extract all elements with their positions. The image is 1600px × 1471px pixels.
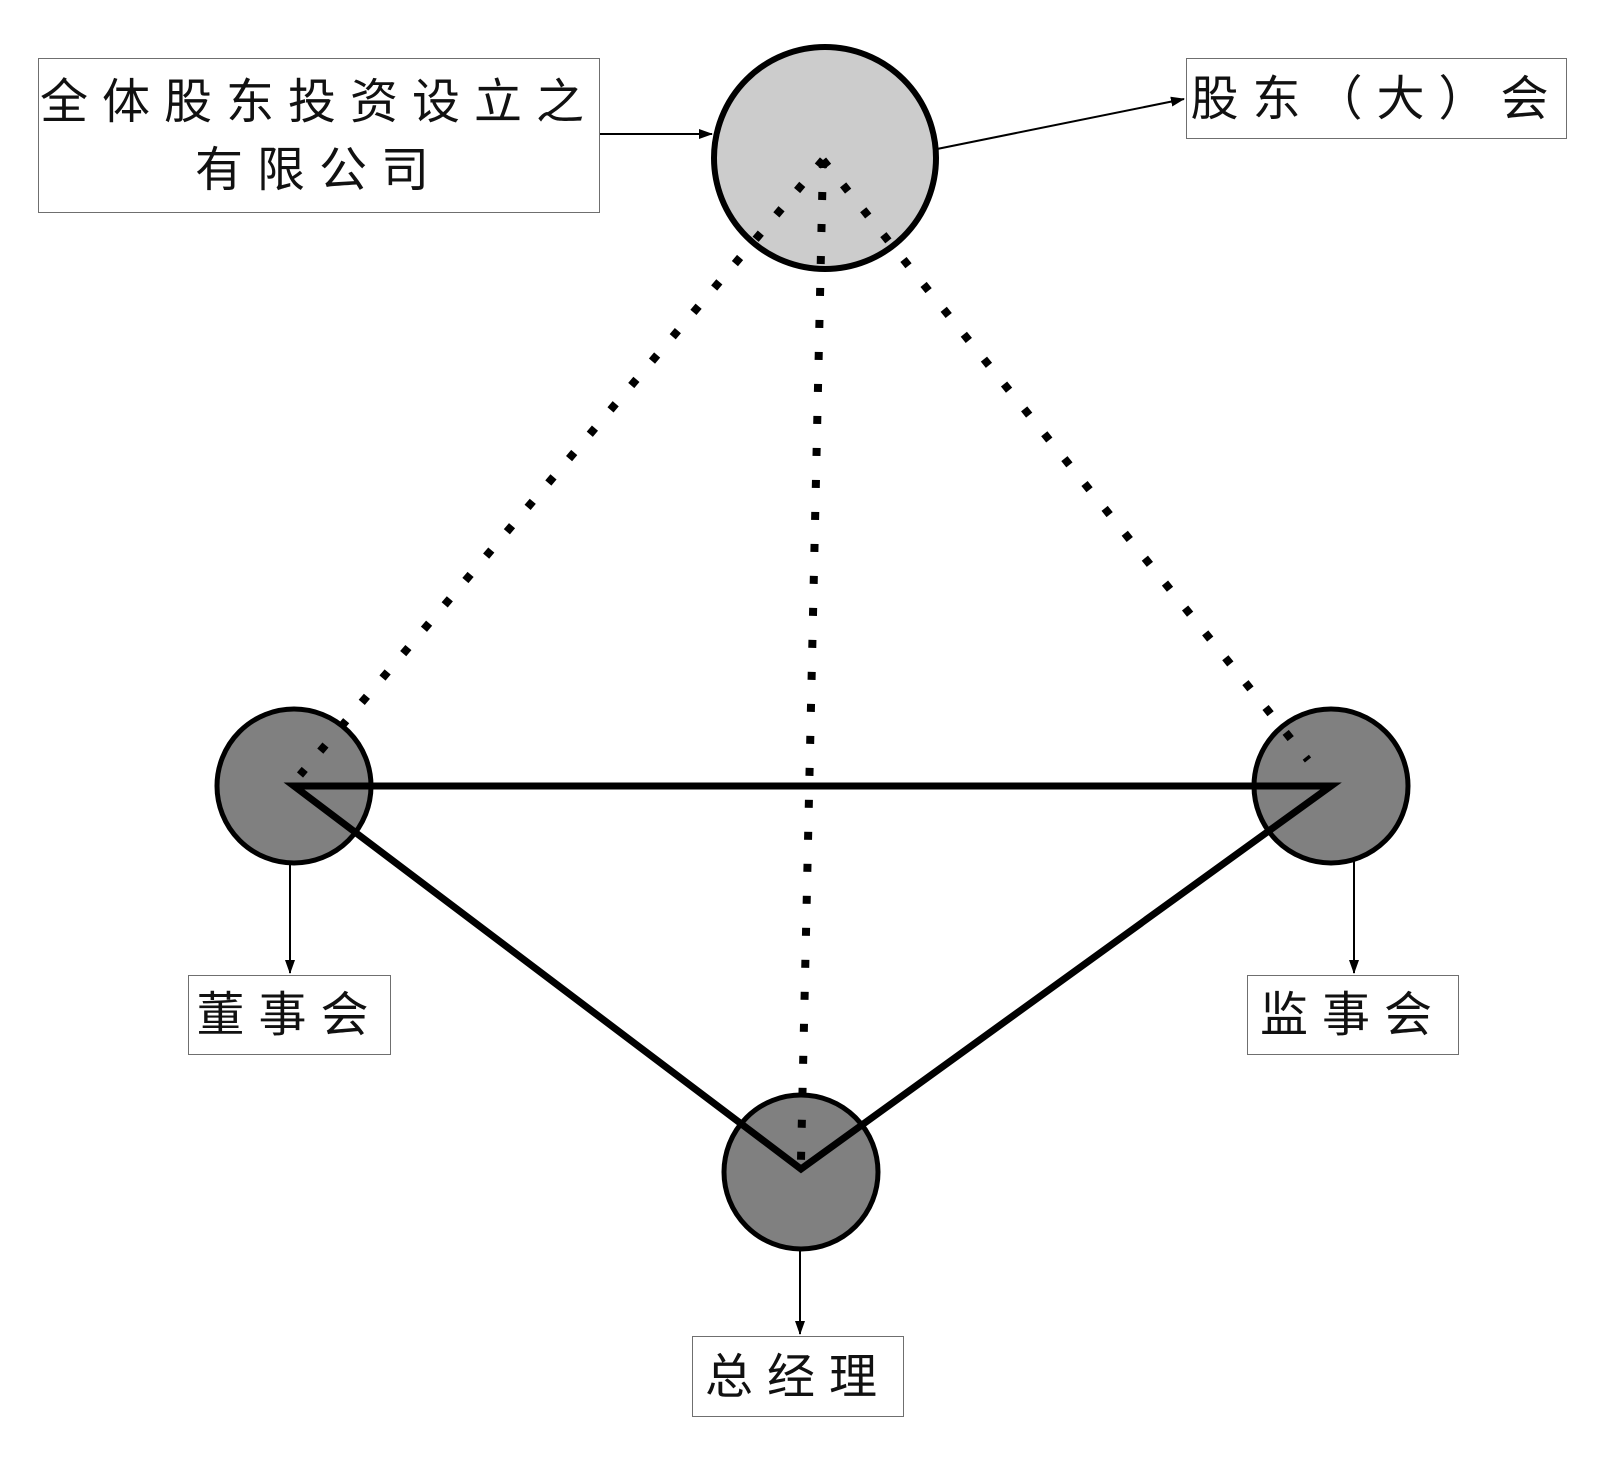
company-node: [711, 44, 939, 272]
board-label: 董事会: [188, 975, 391, 1055]
supervisory-board-label: 监事会: [1247, 975, 1459, 1055]
company-label-line2: 有限公司: [194, 141, 443, 198]
company-label: 全体股东投资设立之 有限公司: [38, 58, 600, 213]
general-manager-label: 总经理: [692, 1336, 904, 1417]
company-supervisory-dotted-line: [819, 157, 1312, 763]
company-label-line1: 全体股东投资设立之: [39, 73, 598, 130]
shareholders-arrow: [936, 96, 1185, 150]
company-manager-dotted-line: [797, 159, 827, 1161]
shareholders-meeting-label: 股东（大）会: [1186, 58, 1567, 139]
organ-triangle: [283, 782, 1342, 1174]
company-board-dotted-line: [296, 157, 827, 778]
